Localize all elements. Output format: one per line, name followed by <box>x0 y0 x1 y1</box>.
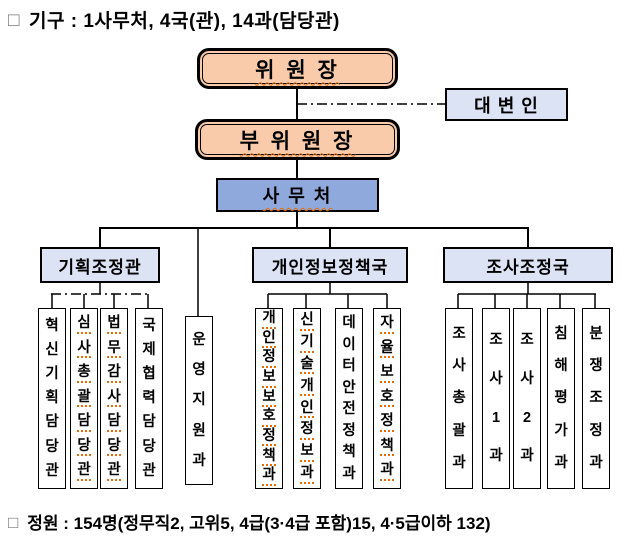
secretariat-box: 사 무 처 <box>216 178 379 212</box>
square-bullet-icon: □ <box>8 513 19 532</box>
headcount-summary-line: □ 정원 : 154명(정무직2, 고위5, 4급(3·4급 포함)15, 4·5… <box>8 509 491 534</box>
division-policy-label: 개인정보정책국 <box>271 257 389 277</box>
division-planning-box: 기획조정관 <box>40 247 160 283</box>
chairman-label: 위 원 장 <box>255 58 340 82</box>
chairman-box: 위 원 장 <box>197 48 398 89</box>
division-planning-label: 기획조정관 <box>58 257 142 277</box>
division-investigation-label: 조사조정국 <box>486 257 570 277</box>
headcount-summary-text: 정원 : 154명(정무직2, 고위5, 4급(3·4급 포함)15, 4·5급… <box>27 514 491 533</box>
secretariat-label: 사 무 처 <box>262 186 333 206</box>
square-bullet-icon: □ <box>8 10 20 31</box>
spokesperson-box: 대 변 인 <box>445 88 568 121</box>
structure-summary-text: 기구 : 1사무처, 4국(관), 14과(담당관) <box>28 11 340 32</box>
vice-chairman-box: 부 위 원 장 <box>195 119 400 160</box>
vice-chairman-label: 부 위 원 장 <box>239 129 356 153</box>
division-policy-box: 개인정보정책국 <box>252 247 408 283</box>
division-investigation-box: 조사조정국 <box>443 247 613 283</box>
structure-summary-line: □ 기구 : 1사무처, 4국(관), 14과(담당관) <box>8 6 340 33</box>
spokesperson-label: 대 변 인 <box>474 95 539 116</box>
